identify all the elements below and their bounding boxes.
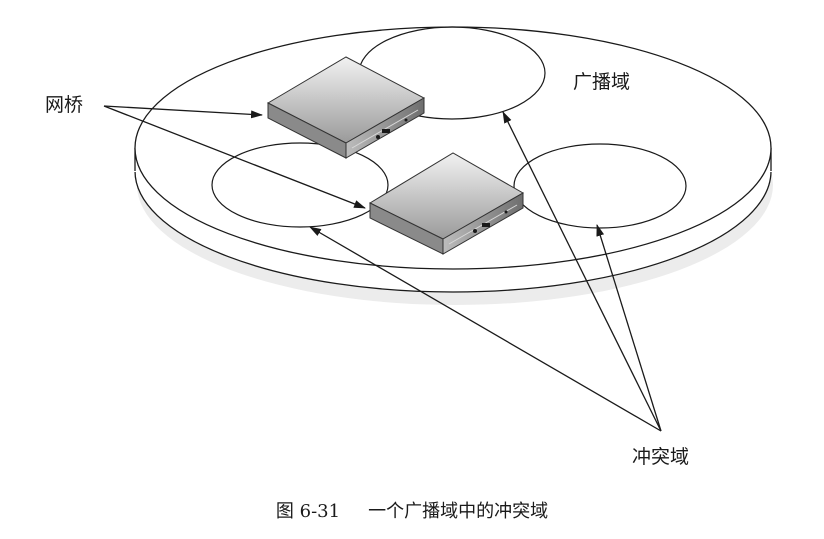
figure-number: 图 6-31 bbox=[275, 501, 341, 522]
collision-domain-label: 冲突域 bbox=[632, 446, 689, 468]
bridge-device-1 bbox=[266, 56, 426, 159]
bridge-arrows bbox=[103, 105, 366, 209]
figure-caption: 图 6-31 一个广播域中的冲突域 bbox=[0, 497, 824, 523]
figure-caption-text: 一个广播域中的冲突域 bbox=[368, 501, 549, 522]
collision-domain-left bbox=[211, 142, 389, 228]
broadcast-domain-label: 广播域 bbox=[573, 71, 630, 93]
bridge-label: 网桥 bbox=[45, 94, 83, 116]
collision-domain-arrows bbox=[309, 111, 662, 432]
bridge-device-2 bbox=[368, 152, 525, 255]
